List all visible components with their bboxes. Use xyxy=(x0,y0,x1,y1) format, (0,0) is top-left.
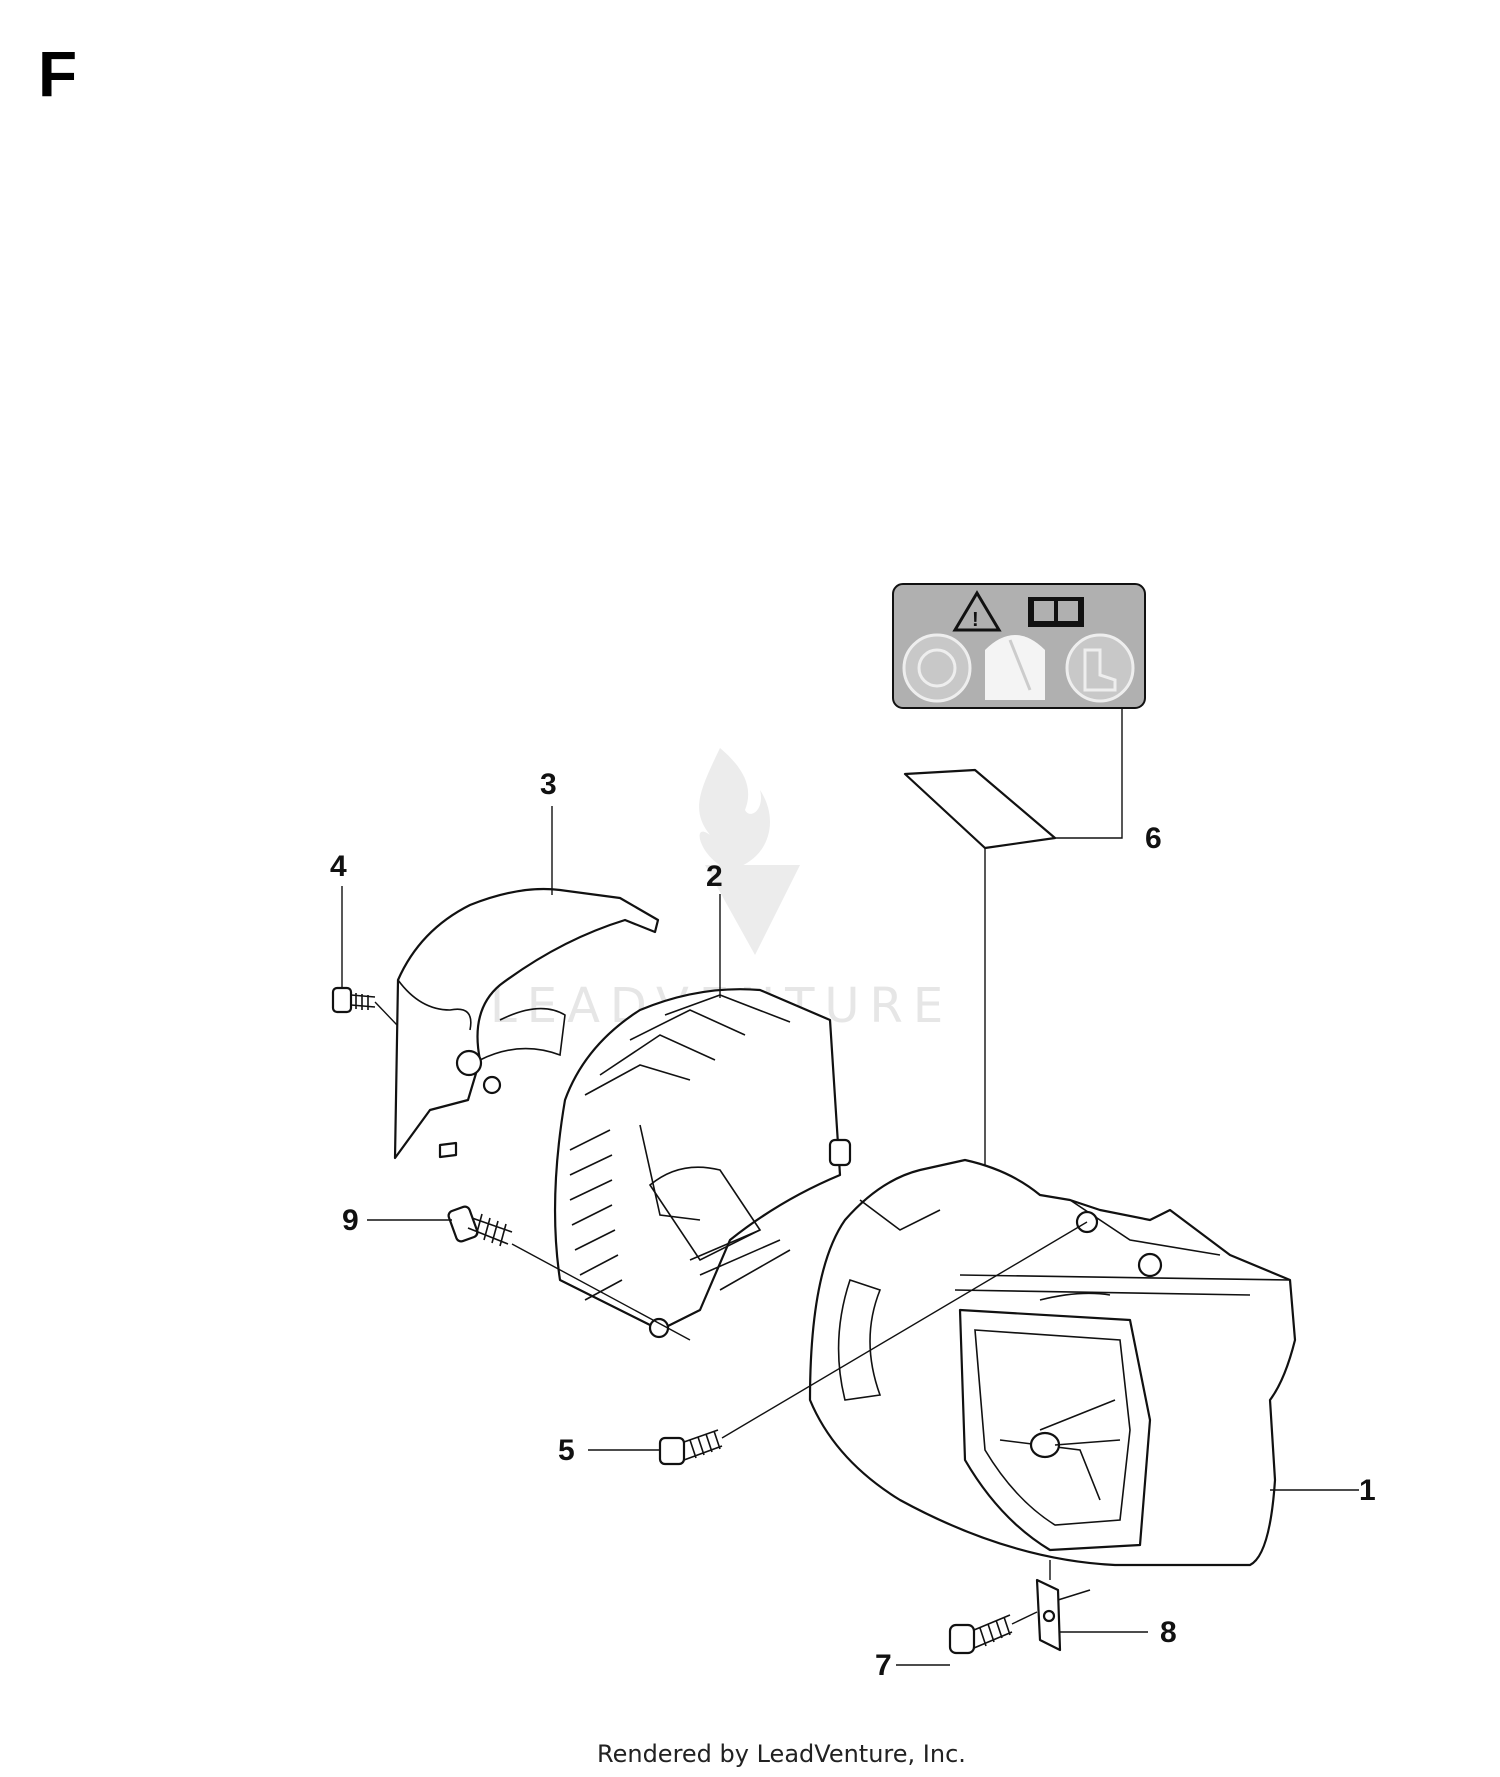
callout-7: 7 xyxy=(875,1649,892,1682)
screw-9-part xyxy=(447,1205,513,1247)
main-housing-part xyxy=(808,1158,1297,1567)
cylinder-cover-part xyxy=(393,887,660,1160)
decal-label-part xyxy=(903,768,1057,850)
warning-icon: ! xyxy=(952,590,1002,632)
callout-3: 3 xyxy=(540,768,557,801)
clip-nut-8-part xyxy=(1035,1578,1091,1652)
cylinder-shroud-part xyxy=(553,988,852,1339)
screw-5-part xyxy=(658,1429,723,1466)
footer-credit: Rendered by LeadVenture, Inc. xyxy=(597,1740,966,1768)
glove-icon xyxy=(985,635,1045,700)
callout-9: 9 xyxy=(342,1204,359,1237)
screw-4-part xyxy=(331,986,376,1014)
callout-6: 6 xyxy=(1145,822,1162,855)
safety-decal: ! xyxy=(892,583,1146,709)
face-protection-icon xyxy=(902,633,972,703)
manual-book-icon xyxy=(1028,597,1084,627)
section-letter: F xyxy=(38,38,77,110)
screw-7-part xyxy=(948,1614,1013,1655)
callout-1: 1 xyxy=(1359,1474,1376,1507)
callout-5: 5 xyxy=(558,1434,575,1467)
callout-4: 4 xyxy=(330,850,347,883)
callout-2: 2 xyxy=(706,860,723,893)
callout-8: 8 xyxy=(1160,1616,1177,1649)
svg-text:!: ! xyxy=(972,609,979,631)
